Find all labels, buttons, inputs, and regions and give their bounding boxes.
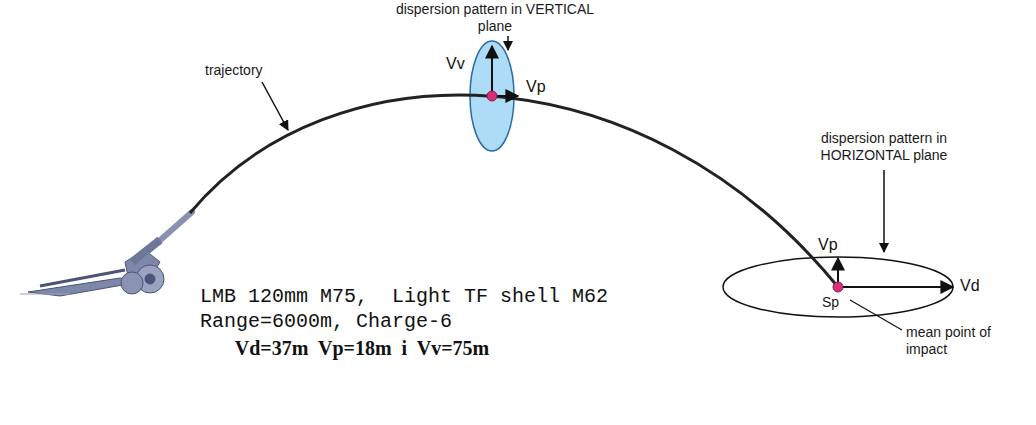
vector-label: Vp xyxy=(818,236,838,253)
leader-arrow xyxy=(262,82,288,130)
weapon-note: LMB 120mm M75, Light TF shell M62 xyxy=(200,285,608,309)
mean-point xyxy=(833,282,843,292)
callout-label: mean point of impact xyxy=(906,324,1016,358)
leader-line xyxy=(850,300,902,330)
range-note: Range=6000m, Charge-6 xyxy=(200,310,452,334)
leader-arrow xyxy=(883,170,885,252)
vv-vector xyxy=(491,46,493,96)
vd-vector xyxy=(838,286,953,288)
vector-label: Vp xyxy=(524,78,548,95)
trajectory-curve xyxy=(190,95,838,287)
mean-point xyxy=(487,91,497,101)
point-label: Sp xyxy=(822,294,839,311)
leader-arrow xyxy=(507,36,509,50)
dispersion-values: Vd=37m Vp=18m i Vv=75m xyxy=(235,336,490,360)
howitzer xyxy=(20,212,192,296)
vector-label: Vd xyxy=(960,277,980,294)
curve-label: trajectory xyxy=(205,62,263,79)
vector-label: Vv xyxy=(446,55,465,72)
horizontal-dispersion-ellipse xyxy=(723,257,953,317)
pattern-caption: dispersion pattern in HORIZONTAL plane xyxy=(804,130,964,164)
pattern-caption: dispersion pattern in VERTICAL plane xyxy=(380,1,610,35)
